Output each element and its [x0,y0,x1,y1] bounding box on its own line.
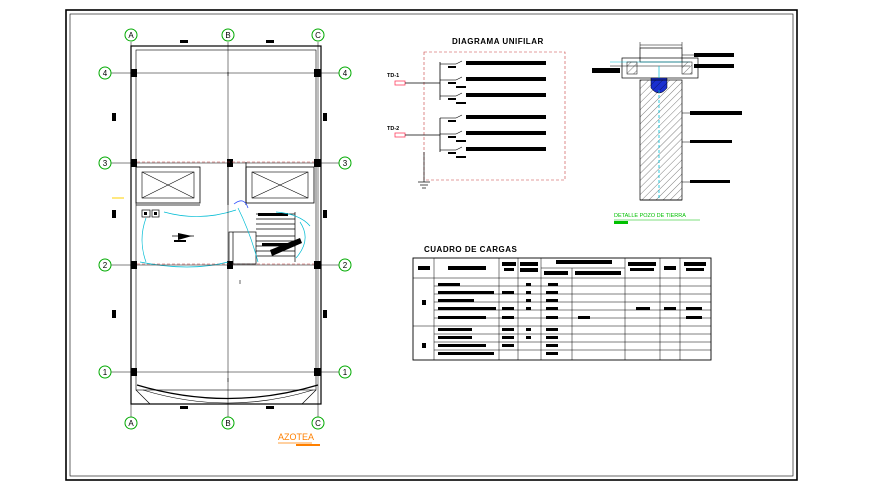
plan-curved-edge [136,384,319,400]
axis-bubbles-bottom: A B C [124,416,325,430]
axis-bubble-left-1: 1 [98,365,112,379]
panel-td2-symbol [394,132,406,138]
axis-bubble-bottom-a: A [124,416,138,430]
axis-bubbles-left: 1 2 3 4 [98,66,112,379]
axis-bubble-bottom-c: C [311,416,325,430]
td2-circuits [440,114,546,158]
load-table-frame [412,257,712,361]
axis-bubble-right-2: 2 [338,258,352,272]
load-table: CUADRO DE CARGAS [412,245,712,361]
load-table-body-cells [422,283,702,355]
axis-bubble-right-4-label: 4 [343,69,348,78]
axis-bubble-top-c: C [311,28,325,42]
panel-td1-symbol [394,80,406,86]
plan-corner-right [301,389,317,405]
axis-bubble-left-4: 4 [98,66,112,80]
axis-bubble-left-1-label: 1 [103,368,108,377]
load-table-title: CUADRO DE CARGAS [424,245,518,254]
axis-bubble-right-4: 4 [338,66,352,80]
single-line-diagram: DIAGRAMA UNIFILAR TD-1 TD-2 [387,37,566,189]
axis-bubble-bottom-c-label: C [315,419,321,428]
axis-bubble-right-1: 1 [338,365,352,379]
axis-bubble-bottom-a-label: A [128,419,134,428]
ground-symbol-icon [418,181,430,189]
load-table-header-cells [418,260,706,275]
sheet-inner-border [69,13,794,477]
axis-bubbles-right: 1 2 3 4 [338,66,352,379]
sheet-border [65,9,798,481]
axis-bubble-top-c-label: C [315,31,321,40]
panel-td2-label: TD-2 [387,126,399,132]
td1-circuits [440,60,546,104]
axis-bubble-left-2: 2 [98,258,112,272]
plan-outer-wall [130,45,322,405]
axis-bubble-bottom-b-label: B [225,419,230,428]
axis-bubble-bottom-b: B [221,416,235,430]
axis-bubble-top-a: A [124,28,138,42]
plan-title: AZOTEA [278,432,314,442]
shaft-left [135,166,201,204]
axis-bubble-left-3: 3 [98,156,112,170]
axis-bubble-top-a-label: A [128,31,134,40]
north-arrow-icon [172,233,194,242]
axis-bubble-right-3: 3 [338,156,352,170]
sld-title: DIAGRAMA UNIFILAR [452,37,544,46]
stairs [228,212,296,265]
axis-bubble-left-2-label: 2 [103,261,108,270]
axis-bubbles-top: A B C [124,28,325,42]
axis-bubble-top-b: B [221,28,235,42]
sld-boundary [423,51,566,181]
well-body [639,79,683,201]
plan-inner-wall [135,49,317,391]
ground-detail-title: DETALLE POZO DE TIERRA [614,213,686,219]
electrical-circuits [139,207,311,268]
axis-bubble-left-3-label: 3 [103,159,108,168]
axis-bubble-right-3-label: 3 [343,159,348,168]
panel-box [141,209,151,218]
axis-bubble-top-b-label: B [225,31,230,40]
floor-plan: A B C A B C 1 2 3 4 1 2 3 4 AZOTEA [98,28,352,446]
panel-td1-label: TD-1 [387,73,399,79]
ground-well-detail: DETALLE POZO DE TIERRA [592,42,742,224]
axis-bubble-right-2-label: 2 [343,261,348,270]
plan-corner-left [135,389,151,405]
axis-bubble-left-4-label: 4 [103,69,108,78]
axis-bubble-right-1-label: 1 [343,368,348,377]
